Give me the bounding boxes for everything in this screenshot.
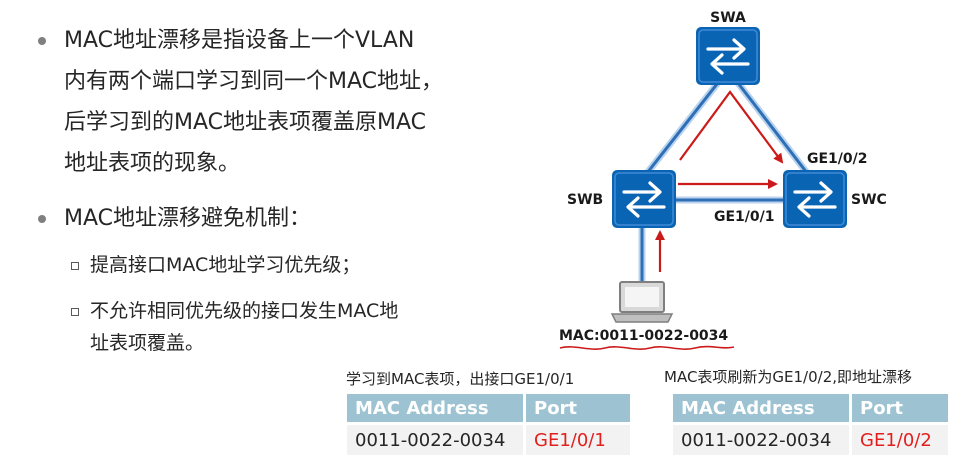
mac-underline-mark [559, 345, 735, 350]
column-header-mac: MAC Address [347, 394, 523, 422]
switch-icon-swa [696, 27, 760, 85]
column-header-mac: MAC Address [673, 394, 849, 422]
table-row: 0011-0022-0034 GE1/0/1 [347, 425, 630, 455]
sub-bullet-line: 不允许相同优先级的接口发生MAC地 [90, 300, 399, 322]
table-header-row: MAC Address Port [347, 394, 630, 422]
port-label-ge1-0-2: GE1/0/2 [807, 151, 868, 167]
sub-bullet-priority: 提高接口MAC地址学习优先级； [38, 249, 518, 281]
sub-bullet-line: 提高接口MAC地址学习优先级； [90, 254, 361, 276]
bullet-line: MAC地址漂移是指设备上一个VLAN [64, 28, 415, 53]
sub-bullet-square-icon [71, 308, 79, 316]
mac-flow-arrows [655, 90, 784, 272]
bullet-line: 内有两个端口学习到同一个MAC地址， [64, 69, 444, 94]
bullet-line: 地址表项的现象。 [64, 151, 241, 176]
table-row: 0011-0022-0034 GE1/0/2 [673, 425, 948, 455]
bullet-dot-icon [38, 215, 46, 223]
sub-bullet-square-icon [71, 262, 79, 270]
cell-mac: 0011-0022-0034 [673, 425, 849, 455]
bullet-line: 后学习到的MAC地址表项覆盖原MAC [64, 110, 427, 135]
table-caption-before: 学习到MAC表项，出接口GE1/0/1 [346, 370, 575, 388]
switch-label-swa: SWA [710, 10, 746, 26]
table-header-row: MAC Address Port [673, 394, 948, 422]
column-header-port: Port [526, 394, 630, 422]
cell-port: GE1/0/2 [852, 425, 948, 455]
column-header-port: Port [852, 394, 948, 422]
bullet-mechanism: MAC地址漂移避免机制： [38, 198, 518, 239]
bullet-definition: MAC地址漂移是指设备上一个VLAN 内有两个端口学习到同一个MAC地址， 后学… [38, 20, 518, 184]
table-caption-after: MAC表项刷新为GE1/0/2,即地址漂移 [664, 368, 913, 386]
cell-port: GE1/0/1 [526, 425, 630, 455]
mac-table-after: MAC Address Port 0011-0022-0034 GE1/0/2 [670, 391, 951, 458]
bullet-dot-icon [38, 37, 46, 45]
switch-label-swb: SWB [567, 192, 603, 208]
network-links [636, 66, 818, 294]
switch-icon-swb [612, 170, 676, 228]
switch-icon-swc [783, 170, 847, 228]
mac-table-before: MAC Address Port 0011-0022-0034 GE1/0/1 [344, 391, 633, 458]
bullet-line: MAC地址漂移避免机制： [64, 206, 312, 231]
laptop-icon [610, 281, 674, 323]
switch-label-swc: SWC [851, 192, 887, 208]
bullet-list: MAC地址漂移是指设备上一个VLAN 内有两个端口学习到同一个MAC地址， 后学… [38, 20, 518, 359]
sub-bullet-line: 址表项覆盖。 [90, 332, 205, 354]
port-label-ge1-0-1: GE1/0/1 [714, 209, 775, 225]
sub-bullet-no-override: 不允许相同优先级的接口发生MAC地 址表项覆盖。 [38, 295, 518, 359]
cell-mac: 0011-0022-0034 [347, 425, 523, 455]
host-mac-label: MAC:0011-0022-0034 [559, 328, 728, 344]
